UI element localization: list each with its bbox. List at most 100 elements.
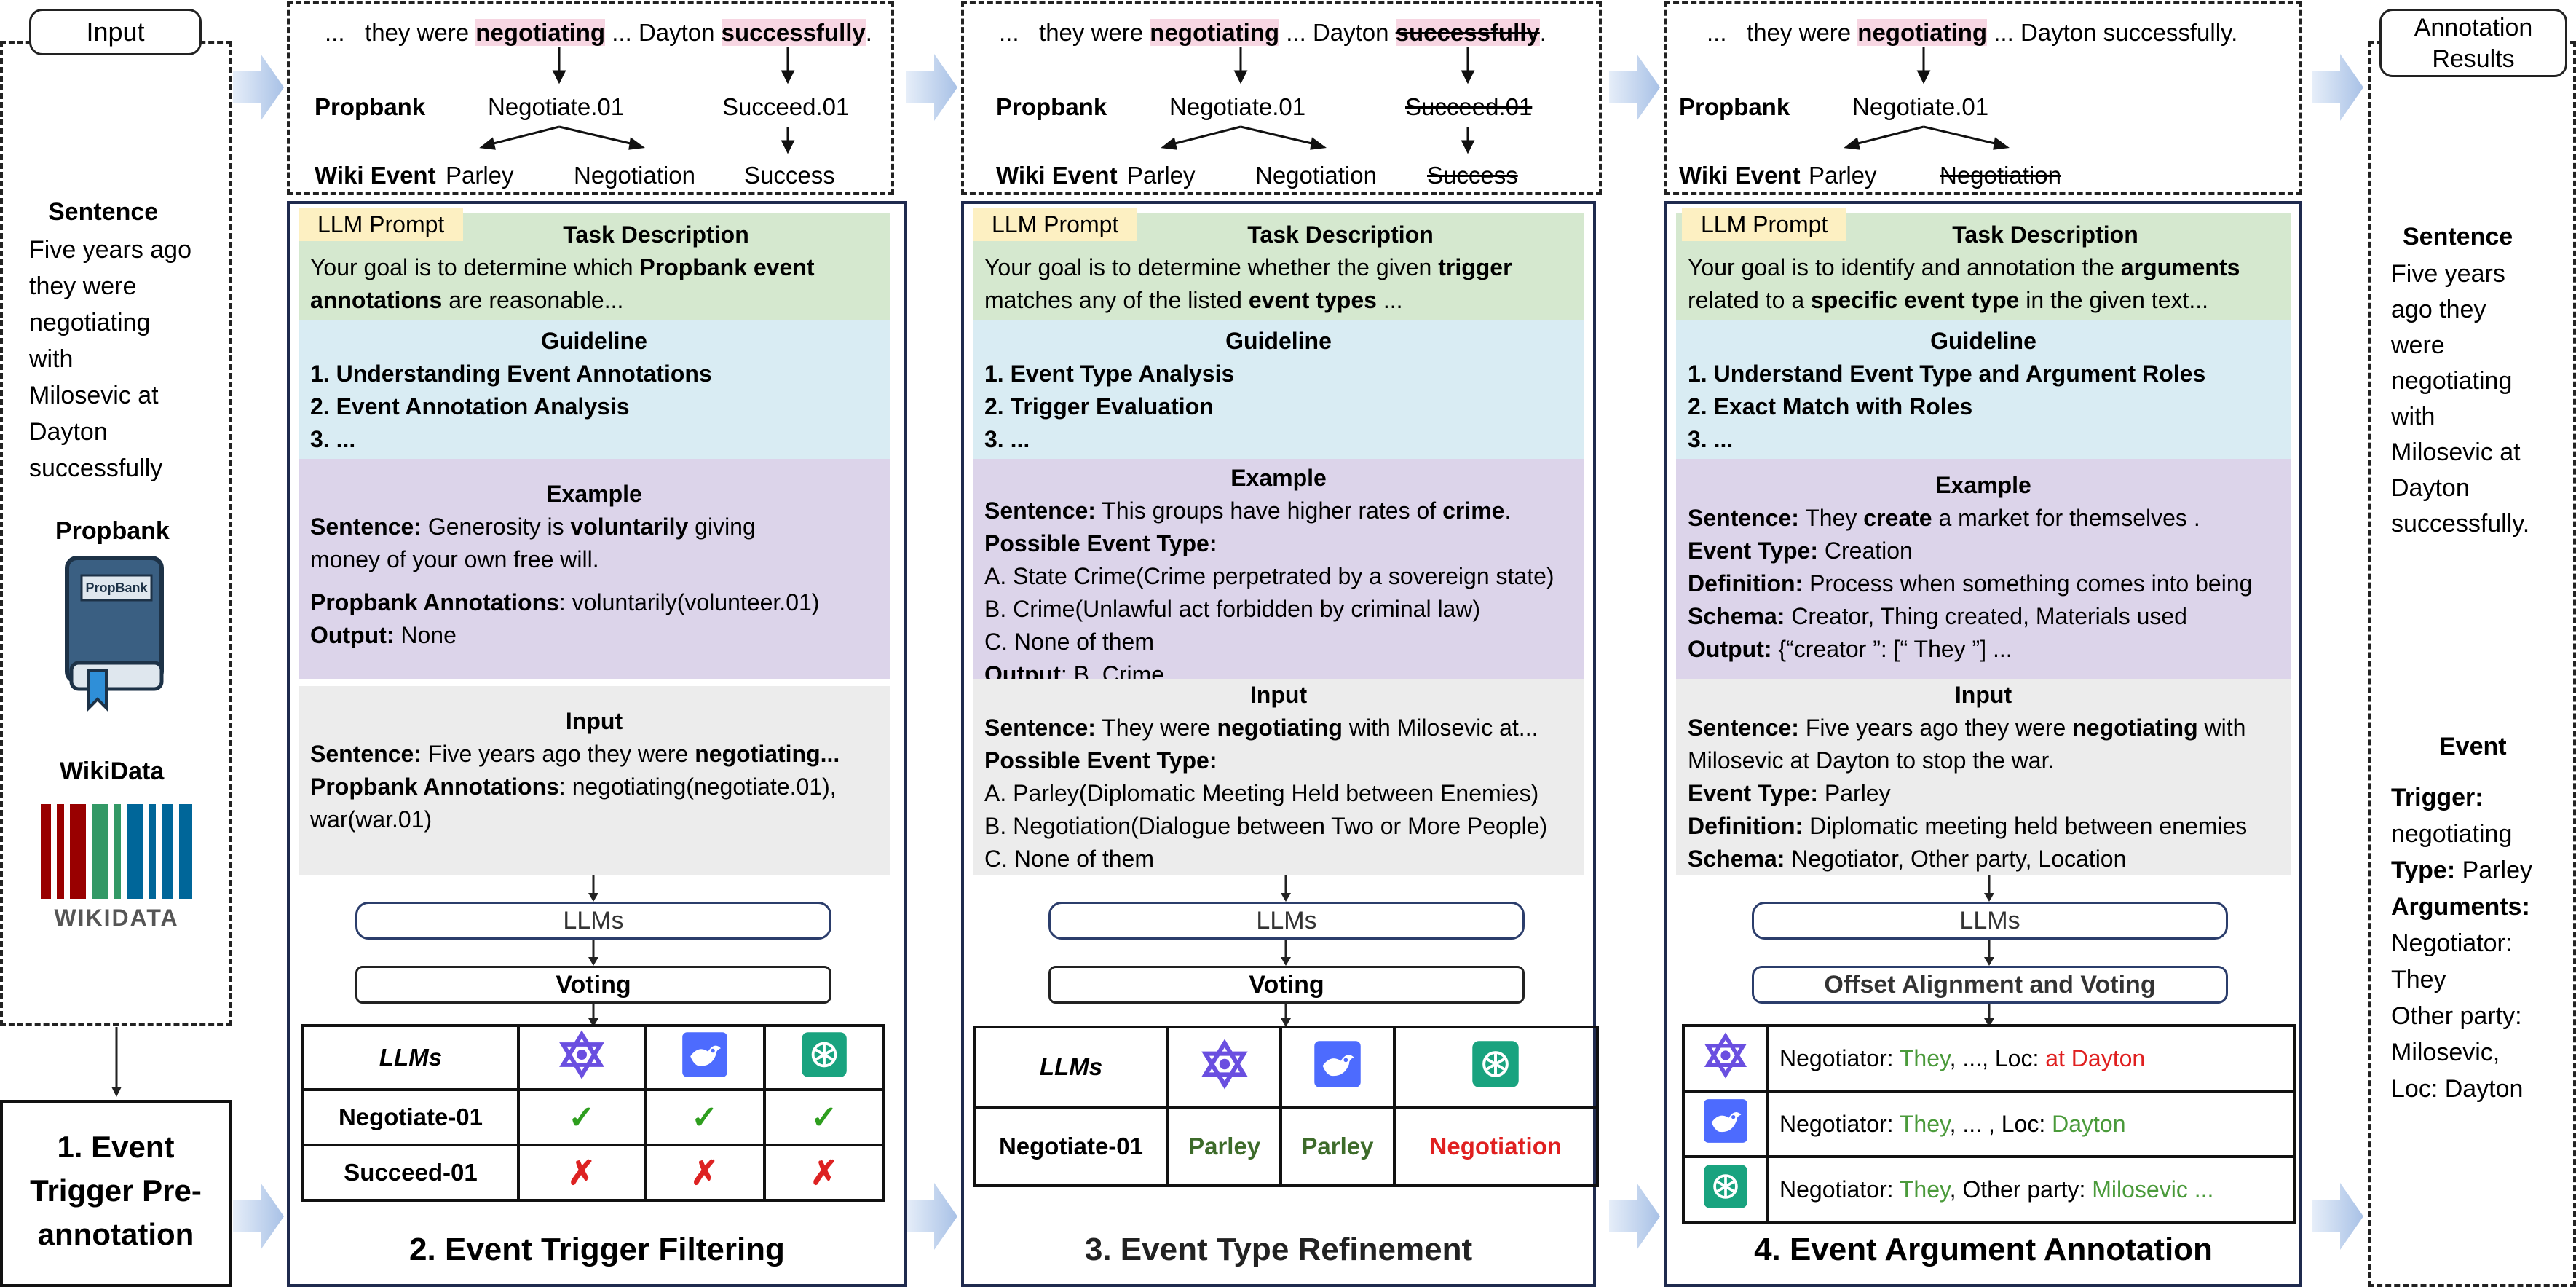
chatgpt-icon <box>800 1031 848 1079</box>
example-line: Output: None <box>310 622 457 648</box>
trigger-successfully: successfully <box>721 19 866 46</box>
input-line: Sentence: They were negotiating with Mil… <box>984 715 1538 741</box>
trigger-label: Trigger: <box>2391 784 2484 811</box>
guideline-item: 3. ... <box>1688 426 1734 452</box>
model-cell <box>1166 1026 1283 1109</box>
event-negotiation: Negotiation <box>1255 162 1377 189</box>
context-text: ... Dayton <box>612 19 715 46</box>
prompt-block: Task Description Your goal is to identif… <box>1676 213 2291 875</box>
input-line: Milosevic at Dayton to stop the war. <box>1688 747 2055 774</box>
example-section: Example Sentence: This groups have highe… <box>973 459 1584 679</box>
example-line: Sentence: This groups have higher rates … <box>984 497 1512 524</box>
argument-result: Negotiator: They, Other party: Milosevic… <box>1766 1155 2296 1224</box>
ellipsis: ... <box>999 19 1019 46</box>
guideline-item: 1. Event Type Analysis <box>984 361 1235 387</box>
model-cell <box>643 1024 766 1091</box>
flow-arrow-icon <box>2312 51 2363 124</box>
results-sentence-line: with <box>2391 403 2435 430</box>
argument-line: Loc: Dayton <box>2391 1075 2524 1103</box>
example-section: Example Sentence: Generosity is voluntar… <box>299 459 890 679</box>
ellipsis: ... <box>1707 19 1727 46</box>
context-sentence: ... they were negotiating ... Dayton suc… <box>325 16 872 49</box>
argument-line: They <box>2391 966 2446 993</box>
model-cell <box>1682 1090 1769 1158</box>
event-parley: Parley <box>446 162 514 189</box>
input-section: Input Sentence: Five years ago they were… <box>299 686 890 875</box>
flow-arrow-icon <box>233 51 284 124</box>
task-line: matches any of the listed event types ..… <box>984 287 1403 313</box>
input-line: Possible Event Type: <box>984 747 1217 774</box>
context-text: they were <box>365 19 470 46</box>
type-vote: Parley <box>1166 1106 1283 1187</box>
results-sentence-line: negotiating <box>2391 367 2513 395</box>
claude-icon <box>556 1029 607 1080</box>
type-label: Type: <box>2391 857 2456 884</box>
table-header-llms: LLMs <box>301 1024 520 1091</box>
input-sentence-line: they were <box>29 272 137 300</box>
input-line: Schema: Negotiator, Other party, Locatio… <box>1688 846 2127 872</box>
results-event-details: Trigger: negotiating Type: Parley Argume… <box>2391 779 2532 1107</box>
guideline-heading: Guideline <box>1225 328 1332 354</box>
trigger-negotiating: negotiating <box>1150 19 1280 46</box>
model-cell <box>762 1024 886 1091</box>
model-cell <box>517 1024 647 1091</box>
results-sentence-line: Milosevic at <box>2391 438 2521 466</box>
guideline-item: 2. Trigger Evaluation <box>984 393 1214 420</box>
llm-prompt-tab: LLM Prompt <box>1682 208 1847 241</box>
input-sentence-line: successfully <box>29 454 163 482</box>
input-option: C. None of them <box>984 846 1154 872</box>
frame-succeed: Succeed.01 <box>722 93 850 120</box>
flow-arrow-icon <box>1609 51 1660 124</box>
down-arrow <box>1281 875 1291 902</box>
model-cell <box>1682 1155 1769 1224</box>
wikidata-heading: WikiData <box>60 757 165 785</box>
flow-arrow-icon <box>2312 1180 2363 1253</box>
example-heading: Example <box>1935 472 2031 498</box>
flow-arrow-icon <box>1609 1180 1660 1253</box>
task-heading: Task Description <box>1247 221 1434 248</box>
step1-line: annotation <box>37 1217 194 1251</box>
tree-arrows <box>1161 47 1475 154</box>
input-down-arrow <box>111 1027 122 1097</box>
example-option: C. None of them <box>984 629 1154 655</box>
cross-mark: ✗ <box>517 1144 647 1202</box>
wikidata-logo: WIKIDATA <box>38 804 195 935</box>
guideline-heading: Guideline <box>541 328 647 354</box>
prompt-block: Task Description Your goal is to determi… <box>299 213 890 875</box>
frame-negotiate: Negotiate.01 <box>1852 93 1989 120</box>
example-line: Event Type: Creation <box>1688 538 1913 564</box>
argument-result: Negotiator: They, ..., Loc: at Dayton <box>1766 1024 2296 1093</box>
model-cell <box>1682 1024 1769 1093</box>
results-sentence-line: Five years <box>2391 260 2505 288</box>
input-line: war(war.01) <box>310 806 432 833</box>
guideline-item: 1. Understand Event Type and Argument Ro… <box>1688 361 2206 387</box>
down-arrow <box>1281 940 1291 966</box>
frame-negotiate: Negotiate.01 <box>488 93 625 120</box>
example-line: Possible Event Type: <box>984 530 1217 556</box>
llms-box: LLMs <box>355 902 831 940</box>
row-label: Negotiate-01 <box>301 1088 520 1146</box>
step1-line: 1. Event <box>57 1130 175 1164</box>
check-mark: ✓ <box>762 1088 886 1146</box>
argument-line: Negotiator: <box>2391 929 2513 957</box>
annotation-tree-box-4 <box>1664 1 2302 195</box>
task-line: Your goal is to determine whether the gi… <box>984 254 1512 280</box>
trigger-value: negotiating <box>2391 820 2513 848</box>
propbank-row-label: Propbank <box>996 93 1107 120</box>
guideline-heading: Guideline <box>1930 328 2036 354</box>
propbank-heading: Propbank <box>55 517 170 545</box>
task-heading: Task Description <box>563 221 749 248</box>
refinement-table: LLMs Negotiate-01 Parley Parley Negotiat… <box>973 1026 1600 1187</box>
context-sentence: ... they were negotiating ... Dayton suc… <box>1707 16 2237 49</box>
input-line: Sentence: Five years ago they were negot… <box>310 741 840 767</box>
propbank-book-label: PropBank <box>85 580 148 595</box>
context-text: they were <box>1039 19 1144 46</box>
model-cell <box>1392 1026 1600 1109</box>
argument-line: Other party: <box>2391 1002 2522 1030</box>
event-parley: Parley <box>1809 162 1877 189</box>
row-label: Succeed-01 <box>301 1144 520 1202</box>
tree-arrows <box>1844 47 2010 150</box>
results-tab: Annotation Results <box>2379 9 2567 77</box>
event-parley: Parley <box>1127 162 1196 189</box>
wikidata-logo-text: WIKIDATA <box>54 905 179 931</box>
